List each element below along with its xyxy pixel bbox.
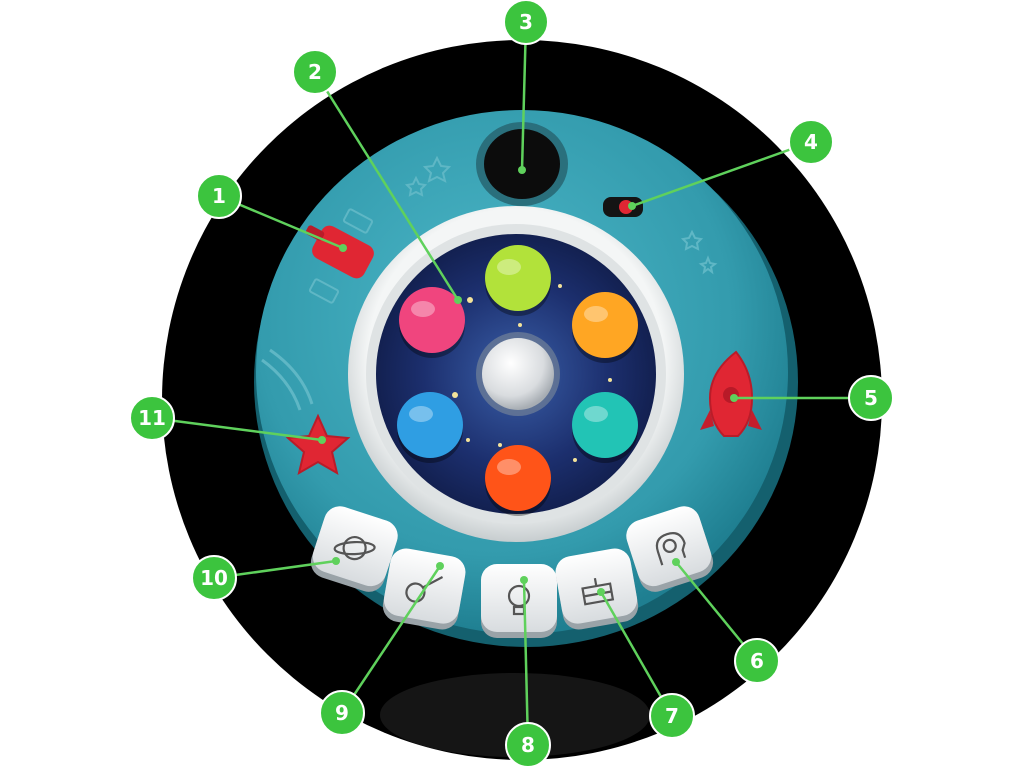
callout-badge-2: 2 [292,49,338,95]
callout-pointer-5 [730,394,738,402]
callout-pointer-1 [339,244,347,252]
callout-pointer-6 [672,558,680,566]
teal-pop-button[interactable] [572,392,638,463]
mode-keys [307,502,717,638]
red-orange-pop-button[interactable] [485,445,551,516]
space-star [466,438,470,442]
cake-mode-key[interactable] [553,546,641,632]
callout-pointer-7 [597,588,605,596]
gears-head-mode-key[interactable] [622,502,717,596]
space-star [467,297,473,303]
gears-head-icon [655,532,687,566]
callout-badge-7: 7 [649,693,695,739]
callout-pointer-3 [518,166,526,174]
callout-badge-4: 4 [788,119,834,165]
callout-pointer-10 [332,557,340,565]
callout-pointer-4 [628,202,636,210]
callout-number-11: 11 [138,406,166,430]
callout-number-10: 10 [200,566,228,590]
callout-number-1: 1 [212,184,226,208]
callout-badge-11: 11 [129,395,175,441]
callout-number-7: 7 [665,704,679,728]
callout-number-9: 9 [335,701,349,725]
space-star [558,284,562,288]
planet-mode-key[interactable] [307,502,402,596]
callout-badge-5: 5 [848,375,894,421]
floor-reflection [380,673,650,757]
green-pop-button[interactable] [485,245,551,316]
star-decorations [404,155,718,275]
callout-number-8: 8 [521,733,535,757]
callout-line-4 [631,140,812,208]
callout-line-2 [313,71,460,301]
callout-badge-10: 10 [191,555,237,601]
callout-badge-3: 3 [503,0,549,45]
callout-pointer-8 [520,576,528,584]
callout-badge-8: 8 [505,722,551,768]
space-star [573,458,577,462]
planet-icon [333,535,376,561]
callout-line-9 [340,565,442,714]
callout-line-3 [520,21,528,171]
callout-number-4: 4 [804,130,818,154]
callout-line-8 [522,579,530,746]
blue-pop-button[interactable] [397,392,463,463]
callout-badge-6: 6 [734,638,780,684]
space-star [452,392,458,398]
pop-buttons [397,245,638,516]
callout-number-6: 6 [750,649,764,673]
callout-number-2: 2 [308,60,322,84]
callout-pointer-9 [436,562,444,570]
space-star [518,323,522,327]
orange-pop-button[interactable] [572,292,638,363]
callout-pointer-11 [318,436,326,444]
callouts: 1 2 3 4 5 6 7 8 9 10 11 [129,0,894,768]
space-star [608,378,612,382]
space-star [498,443,502,447]
callout-badge-1: 1 [196,173,242,219]
callout-number-5: 5 [864,386,878,410]
lightbulb-mode-key[interactable] [481,564,557,638]
pink-pop-button[interactable] [399,287,465,358]
shooting-star-trail [261,348,314,411]
callout-badge-9: 9 [319,690,365,736]
callout-number-3: 3 [519,10,533,34]
white-center-button[interactable] [476,332,560,416]
callout-line-7 [599,591,674,717]
callout-pointer-2 [454,296,462,304]
callout-line-11 [151,416,323,442]
